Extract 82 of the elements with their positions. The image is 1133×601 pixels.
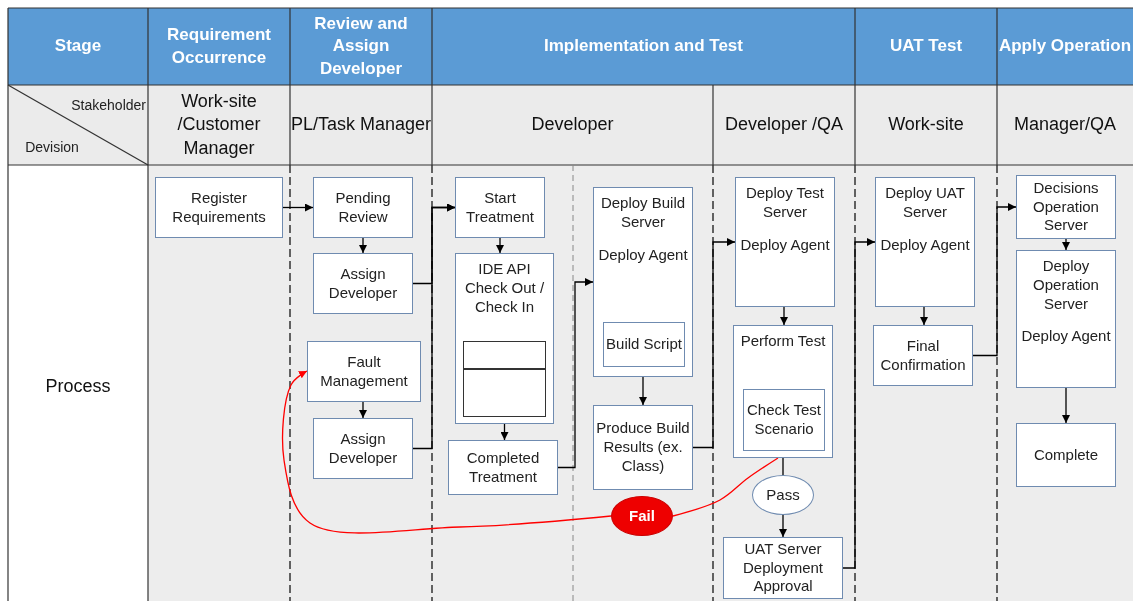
stakeholder-name: Developer /QA xyxy=(724,113,844,137)
process-box xyxy=(307,341,421,402)
arrow xyxy=(500,423,509,441)
step-label: Final Confirmation xyxy=(879,336,967,375)
arrow xyxy=(972,203,1017,357)
step-label: Produce Build Results (ex. Class) xyxy=(595,419,691,476)
arrow xyxy=(557,278,594,469)
process-box xyxy=(1016,423,1116,487)
process-box xyxy=(155,177,283,238)
stakeholder-name: Manager/QA xyxy=(1013,113,1117,137)
process-box xyxy=(723,537,843,599)
arrow xyxy=(920,306,928,326)
arrow xyxy=(281,370,612,534)
arrow xyxy=(842,238,876,569)
step-label: Assign Developer xyxy=(327,264,399,303)
step-label: Build Script xyxy=(606,335,682,354)
process-box xyxy=(593,405,693,490)
process-box xyxy=(1016,250,1116,388)
connector-line xyxy=(782,457,784,476)
process-box xyxy=(875,177,975,307)
step-label: Deploy Agent xyxy=(1021,327,1111,346)
step-label: Deploy Agent xyxy=(598,245,688,265)
process-box xyxy=(455,253,554,424)
stakeholder-name: Work-site /Customer Manager xyxy=(176,89,262,160)
process-box xyxy=(743,389,825,451)
step-label: UAT Server Deployment Approval xyxy=(741,539,824,597)
step-label: Deploy Build Server xyxy=(599,194,687,232)
process-box xyxy=(448,440,558,495)
step-label: Register Requirements xyxy=(171,188,267,227)
process-box xyxy=(733,325,833,458)
arrow xyxy=(1062,238,1070,251)
arrow xyxy=(412,203,456,450)
step-label: Deploy UAT Server xyxy=(884,184,966,222)
stage-header: UAT Test xyxy=(889,35,963,58)
step-label: Fault Management xyxy=(319,352,409,391)
step-label: Deploy Operation Server xyxy=(1032,257,1100,314)
empty-box xyxy=(463,341,546,369)
stage-header: Stage xyxy=(54,35,102,58)
arrow xyxy=(359,237,367,254)
step-label: IDE API Check Out / Check In xyxy=(463,260,546,317)
process-box xyxy=(313,177,413,238)
arrow xyxy=(496,237,504,254)
arrow xyxy=(359,401,367,419)
arrow xyxy=(692,238,736,449)
step-label: Pending Review xyxy=(334,188,392,227)
step-label: Perform Test xyxy=(740,332,826,351)
stage-header: Implementation and Test xyxy=(544,35,743,58)
process-box xyxy=(735,177,835,307)
arrow xyxy=(639,376,647,406)
step-label: Completed Treatment xyxy=(465,448,541,487)
step-label: Fail xyxy=(629,506,655,526)
empty-box xyxy=(463,369,546,417)
arrow xyxy=(1062,387,1070,424)
stage-header: Requirement Occurrence xyxy=(166,24,272,69)
stakeholder-name: Developer xyxy=(531,113,614,137)
stakeholder-name: Work-site xyxy=(888,113,964,137)
step-label: Start Treatment xyxy=(465,188,535,227)
connector-line xyxy=(672,457,779,517)
process-box xyxy=(603,322,685,367)
process-box xyxy=(313,253,413,314)
row-heading: Process xyxy=(45,375,111,397)
axis-heading: Stakeholder xyxy=(71,97,146,113)
process-box xyxy=(313,418,413,479)
step-label: Decisions Operation Server xyxy=(1032,178,1100,236)
arrow xyxy=(282,203,314,212)
step-label: Pass xyxy=(766,485,800,505)
axis-heading: Devision xyxy=(25,139,79,155)
stage-header: Review and Assign Developer xyxy=(313,13,409,80)
step-label: Deploy Agent xyxy=(880,235,970,255)
step-label: Complete xyxy=(1033,445,1099,465)
step-label: Check Test Scenario xyxy=(746,401,822,439)
stage-header: Apply Operation xyxy=(998,35,1132,58)
process-box xyxy=(593,187,693,377)
arrow xyxy=(780,306,788,326)
arrow xyxy=(779,514,787,538)
step-label: Deploy Agent xyxy=(740,235,830,255)
stakeholder-name: PL/Task Manager xyxy=(290,113,432,137)
process-box xyxy=(873,325,973,386)
step-label: Deploy Test Server xyxy=(744,184,826,222)
process-box xyxy=(455,177,545,238)
step-label: Assign Developer xyxy=(327,429,399,468)
process-box xyxy=(1016,175,1116,239)
